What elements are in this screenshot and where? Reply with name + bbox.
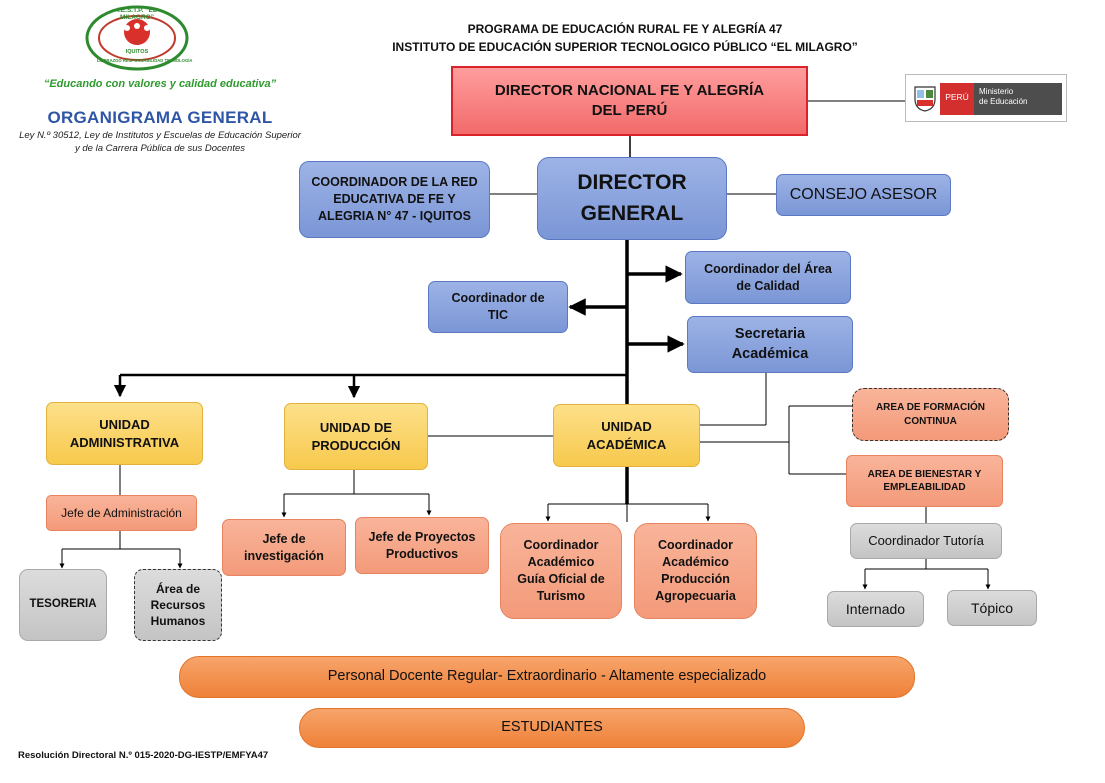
- unidad-academica-box: UNIDAD ACADÉMICA: [553, 404, 700, 467]
- header-line-1: PROGRAMA DE EDUCACIÓN RURAL FE Y ALEGRÍA…: [467, 22, 783, 36]
- coordinador-red-line-3: ALEGRIA N° 47 - IQUITOS: [318, 208, 471, 223]
- coord-turismo-line-4: Turismo: [536, 588, 586, 603]
- unidad-academica-line-1: UNIDAD: [601, 418, 652, 434]
- coordinador-tic-line-1: Coordinador de: [451, 291, 545, 306]
- institute-logo: I.E.S.T.P. “EL MILAGRO” 47 IQUITOS LIDER…: [85, 5, 193, 71]
- ministry-peru-block: [940, 83, 974, 115]
- shield-icon: [911, 83, 939, 113]
- coordinador-calidad-line-2: de Calidad: [736, 278, 800, 293]
- unidad-administrativa-line-1: UNIDAD: [99, 416, 150, 432]
- coordinador-red-line-1: COORDINADOR DE LA RED: [311, 175, 478, 190]
- internado-box: Internado: [827, 591, 924, 627]
- area-formacion-line-2: CONTINUA: [904, 415, 957, 427]
- coord-agro-line-4: Agropecuaria: [655, 588, 736, 603]
- rrhh-line-1: Área de: [155, 581, 200, 596]
- coordinador-tutoria-box: Coordinador Tutoría: [850, 523, 1002, 559]
- recursos-humanos-box: Área de Recursos Humanos: [134, 569, 222, 641]
- logo-bottom-text: LIDERAZGO RESPONSABILIDAD TECNOLOGÍA: [97, 58, 193, 63]
- jefe-investigacion-line-2: investigación: [244, 548, 324, 563]
- estudiantes-bar: ESTUDIANTES: [299, 708, 805, 748]
- area-formacion-line-1: AREA DE FORMACIÓN: [875, 402, 986, 413]
- coord-turismo-line-2: Académico: [527, 555, 595, 570]
- director-general-line-1: DIRECTOR: [577, 171, 687, 195]
- page-title: ORGANIGRAMA GENERAL: [47, 108, 273, 127]
- jefe-proyectos-line-2: Productivos: [385, 546, 459, 561]
- coordinador-turismo-box: Coordinador Académico Guía Oficial de Tu…: [500, 523, 622, 619]
- rrhh-line-2: Recursos: [150, 597, 206, 612]
- unidad-produccion-box: UNIDAD DE PRODUCCIÓN: [284, 403, 428, 470]
- director-nacional-line-1: DIRECTOR NACIONAL FE Y ALEGRÍA: [494, 81, 765, 99]
- resolution-footer: Resolución Directoral N.º 015-2020-DG-IE…: [18, 750, 269, 761]
- secretaria-line-1: Secretaria: [734, 325, 806, 342]
- ministry-logo: PERÚ Ministerio de Educación: [905, 74, 1067, 122]
- ministry-name-line-1: Ministerio: [979, 87, 1014, 96]
- area-bienestar-box: AREA DE BIENESTAR Y EMPLEABILIDAD: [846, 455, 1003, 507]
- coord-turismo-line-3: Guía Oficial de: [517, 572, 605, 586]
- logo-city: IQUITOS: [125, 49, 149, 55]
- director-general-line-2: GENERAL: [580, 201, 684, 225]
- tesoreria-box: TESORERIA: [19, 569, 107, 641]
- jefe-investigacion-line-1: Jefe de: [262, 531, 306, 546]
- ministry-country: PERÚ: [945, 92, 969, 102]
- coordinador-calidad-line-1: Coordinador del Área: [704, 261, 832, 276]
- unidad-administrativa-line-2: ADMINISTRATIVA: [69, 434, 180, 450]
- unidad-academica-line-2: ACADÉMICA: [586, 436, 667, 452]
- law-line-1: Ley N.º 30512, Ley de Institutos y Escue…: [19, 130, 301, 141]
- coord-agro-line-2: Académico: [662, 555, 729, 570]
- coordinador-calidad-box: Coordinador del Área de Calidad: [685, 251, 851, 304]
- director-nacional-box: DIRECTOR NACIONAL FE Y ALEGRÍA DEL PERÚ: [451, 66, 808, 136]
- coord-turismo-line-1: Coordinador: [523, 538, 599, 553]
- area-formacion-continua-box: AREA DE FORMACIÓN CONTINUA: [852, 388, 1009, 441]
- coordinador-red-line-2: EDUCATIVA DE FE Y: [333, 192, 456, 207]
- coord-agro-line-1: Coordinador: [658, 538, 733, 553]
- director-general-box: DIRECTOR GENERAL: [537, 157, 727, 240]
- coordinador-tic-box: Coordinador de TIC: [428, 281, 568, 333]
- unidad-produccion-line-1: UNIDAD DE: [319, 419, 393, 435]
- coord-agro-line-3: Producción: [661, 572, 730, 586]
- coordinador-tic-line-2: TIC: [487, 308, 509, 322]
- slogan: “Educando con valores y calidad educativ…: [43, 78, 277, 90]
- topico-box: Tópico: [947, 590, 1037, 626]
- jefe-investigacion-box: Jefe de investigación: [222, 519, 346, 576]
- jefe-proyectos-line-1: Jefe de Proyectos: [368, 529, 476, 544]
- rrhh-line-3: Humanos: [150, 614, 206, 629]
- ministry-name-line-2: de Educación: [979, 97, 1028, 106]
- unidad-produccion-line-2: PRODUCCIÓN: [311, 437, 401, 453]
- jefe-proyectos-box: Jefe de Proyectos Productivos: [355, 517, 489, 574]
- area-bienestar-line-1: AREA DE BIENESTAR Y: [867, 468, 982, 480]
- unidad-administrativa-box: UNIDAD ADMINISTRATIVA: [46, 402, 203, 465]
- director-nacional-line-2: DEL PERÚ: [591, 102, 668, 119]
- secretaria-academica-box: Secretaria Académica: [687, 316, 853, 373]
- coordinador-agropecuaria-box: Coordinador Académico Producción Agropec…: [634, 523, 757, 619]
- law-line-2: y de la Carrera Pública de sus Docentes: [74, 143, 246, 154]
- header-line-2: INSTITUTO DE EDUCACIÓN SUPERIOR TECNOLOG…: [392, 40, 858, 54]
- personal-docente-bar: Personal Docente Regular- Extraordinario…: [179, 656, 915, 698]
- logo-number: 47: [133, 40, 141, 47]
- area-bienestar-line-2: EMPLEABILIDAD: [883, 482, 966, 493]
- ministry-name-block: [974, 83, 1062, 115]
- jefe-administracion-box: Jefe de Administración: [46, 495, 197, 531]
- coordinador-red-box: COORDINADOR DE LA RED EDUCATIVA DE FE Y …: [299, 161, 490, 238]
- secretaria-line-2: Académica: [731, 345, 809, 362]
- logo-top-text: I.E.S.T.P. “EL MILAGRO”: [117, 7, 157, 21]
- consejo-asesor-box: CONSEJO ASESOR: [776, 174, 951, 216]
